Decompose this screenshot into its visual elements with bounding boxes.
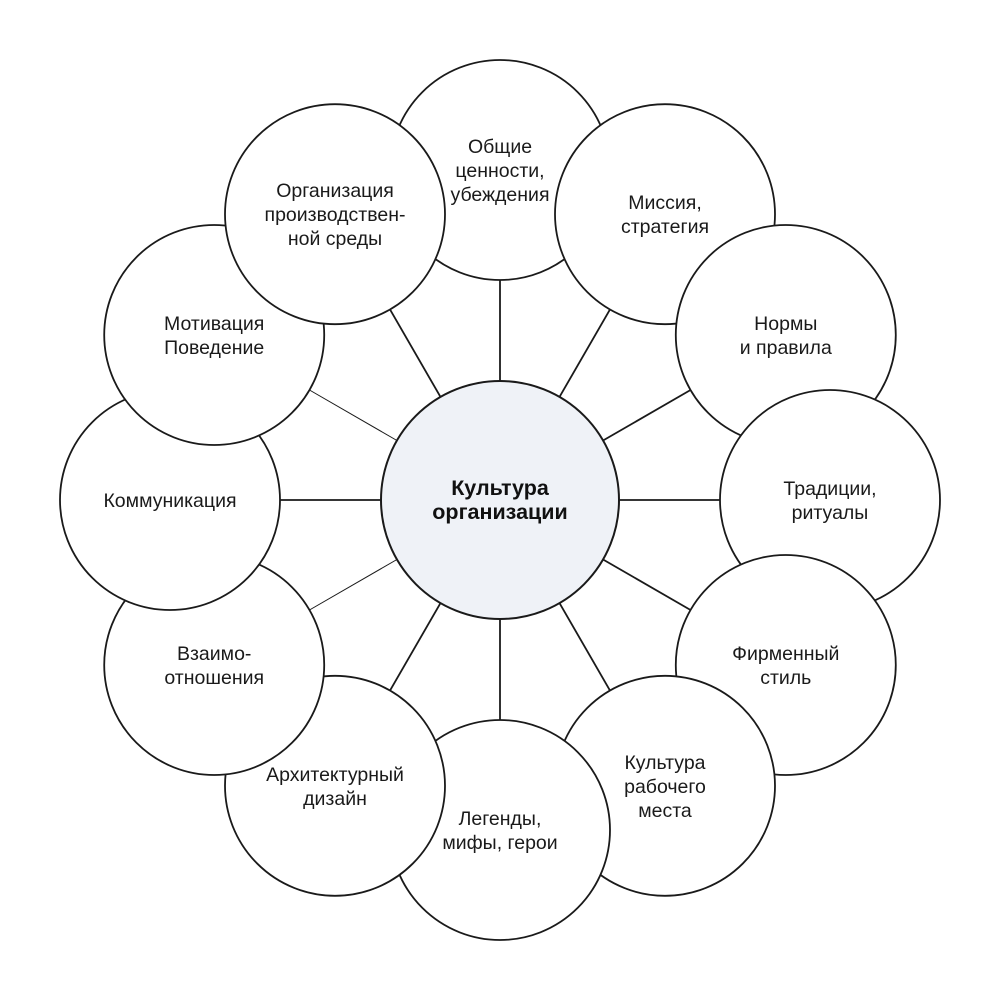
node-label-workplace-culture-line: рабочего <box>624 776 706 798</box>
node-label-workplace-culture-line: Культура <box>624 752 705 774</box>
node-label-communication: Коммуникация <box>103 490 236 512</box>
connector-norms-rules <box>602 389 691 442</box>
node-label-communication-line: Коммуникация <box>103 490 236 512</box>
connector-relationships <box>309 559 398 611</box>
node-label-mission-strategy: Миссия,стратегия <box>621 192 709 238</box>
node-label-relationships-line: отношения <box>164 667 264 689</box>
node-label-mission-strategy-line: Миссия, <box>628 192 702 214</box>
connector-lines <box>280 280 720 720</box>
connector-corporate-style <box>602 558 691 611</box>
node-label-architectural-design-line: дизайн <box>303 788 367 810</box>
connector-production-environment <box>389 309 442 398</box>
connector-architectural-design <box>389 602 442 691</box>
node-label-motivation-behavior-line: Поведение <box>164 337 264 359</box>
node-label-common-values-line: убеждения <box>450 184 549 206</box>
node-label-production-environment-line: ной среды <box>288 228 382 250</box>
node-label-norms-rules-line: и правила <box>740 337 832 359</box>
connector-mission-strategy <box>558 309 611 398</box>
node-label-legends-myths-heroes: Легенды,мифы, герои <box>442 808 557 854</box>
node-label-common-values-line: ценности, <box>455 160 544 182</box>
node-label-motivation-behavior-line: Мотивация <box>164 313 264 335</box>
node-label-relationships: Взаимо-отношения <box>164 643 264 689</box>
node-label-traditions-rituals: Традиции,ритуалы <box>783 478 876 524</box>
center-label-line: Культура <box>451 476 550 500</box>
center-circle <box>380 380 620 620</box>
node-label-corporate-style-line: Фирменный <box>732 643 839 665</box>
node-label-mission-strategy-line: стратегия <box>621 216 709 238</box>
center-label-line: организации <box>432 500 567 524</box>
node-label-traditions-rituals-line: Традиции, <box>783 478 876 500</box>
node-label-production-environment-line: Организация <box>276 180 394 202</box>
node-label-common-values-line: Общие <box>468 136 532 158</box>
connector-workplace-culture <box>558 602 611 691</box>
node-label-production-environment-line: производствен- <box>265 204 406 226</box>
node-label-workplace-culture-line: места <box>638 800 692 822</box>
connector-motivation-behavior <box>309 389 398 441</box>
node-label-legends-myths-heroes-line: Легенды, <box>459 808 542 830</box>
node-label-traditions-rituals-line: ритуалы <box>792 502 869 524</box>
node-label-norms-rules-line: Нормы <box>754 313 817 335</box>
node-label-architectural-design-line: Архитектурный <box>266 764 404 786</box>
node-circle-production-environment <box>224 103 446 326</box>
node-label-legends-myths-heroes-line: мифы, герои <box>442 832 557 854</box>
node-label-corporate-style-line: стиль <box>760 667 811 689</box>
node-label-relationships-line: Взаимо- <box>177 643 251 665</box>
